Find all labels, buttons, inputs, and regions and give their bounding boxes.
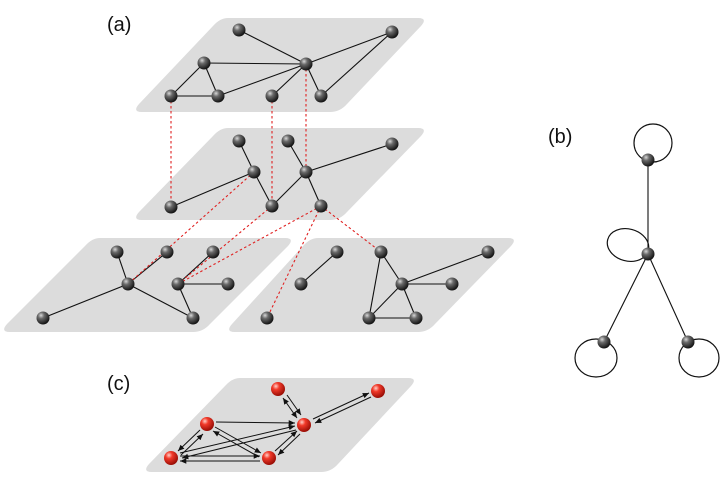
plane-bottom-right <box>229 238 514 332</box>
panel-a <box>4 18 514 332</box>
panel-label-c: (c) <box>107 373 130 395</box>
plane-top <box>136 18 424 112</box>
plane-middle <box>136 128 424 220</box>
plane-c <box>146 378 414 472</box>
directed-edges <box>177 392 372 464</box>
self-loop-bottom-right <box>678 338 720 378</box>
interlayer-links <box>127 64 382 319</box>
panel-label-b: (b) <box>548 126 572 148</box>
panel-c <box>146 378 414 472</box>
self-loop-bottom-left <box>574 338 618 378</box>
panel-b <box>574 123 720 378</box>
nodes-panel-c <box>164 382 385 465</box>
edges-top-layer <box>170 29 393 97</box>
panel-label-a: (a) <box>107 14 131 36</box>
nodes-panel-a <box>36 23 495 325</box>
